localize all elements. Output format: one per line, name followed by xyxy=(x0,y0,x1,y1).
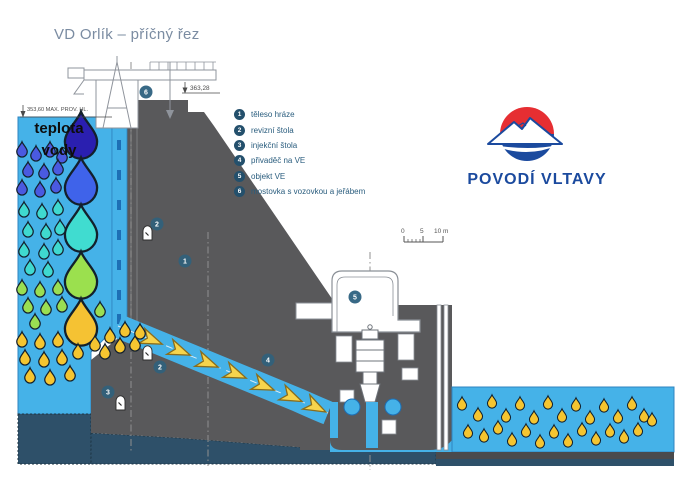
legend-label: injekční štola xyxy=(251,140,298,150)
temperature-label-line1: teplota xyxy=(34,120,84,137)
marker-3: 3 xyxy=(101,385,115,399)
max-level-label: 353,60 MAX. PROV. HL. xyxy=(27,107,88,113)
marker-1: 1 xyxy=(178,254,192,268)
legend-num-icon: 6 xyxy=(234,186,245,198)
legend-label: přivaděč na VE xyxy=(251,156,306,166)
legend-label: revizní štola xyxy=(251,125,294,135)
povodi-vltavy-logo: POVODÍ VLTAVY xyxy=(452,96,622,189)
legend-label: těleso hráze xyxy=(251,110,295,120)
crest-crane-bridge xyxy=(67,56,217,129)
legend-num-icon: 2 xyxy=(234,124,245,136)
legend-item-revizni-stola: 2 revizní štola xyxy=(234,122,365,137)
legend-item-teleso-hraze: 1 těleso hráze xyxy=(234,107,365,122)
crest-elevation-marker: 363,28 xyxy=(182,82,220,94)
scale-zero: 0 xyxy=(401,228,405,235)
temperature-label: teplota vody xyxy=(18,118,100,162)
turbine-unit xyxy=(355,324,385,403)
diagram-markers: 6 1 2 2 3 4 5 xyxy=(101,85,362,399)
scale-bar: 0 5 10 m xyxy=(401,228,448,243)
legend-num-icon: 5 xyxy=(234,170,245,182)
legend-label: objekt VE xyxy=(251,171,286,181)
legend-item-injekcni-stola: 3 injekční štola xyxy=(234,138,365,153)
legend-num-icon: 3 xyxy=(234,139,245,151)
legend: 1 těleso hráze 2 revizní štola 3 injekčn… xyxy=(234,107,365,199)
legend-label: mostovka s vozovkou a jeřábem xyxy=(251,187,366,197)
legend-num-icon: 1 xyxy=(234,109,245,121)
svg-text:5: 5 xyxy=(353,295,357,302)
tailrace-gate-slots xyxy=(436,304,449,451)
svg-text:2: 2 xyxy=(158,365,162,372)
svg-text:3: 3 xyxy=(106,390,110,397)
legend-item-mostovka: 6 mostovka s vozovkou a jeřábem xyxy=(234,184,365,199)
svg-text:6: 6 xyxy=(144,90,148,97)
scale-ten: 10 m xyxy=(434,228,448,235)
marker-2-lower: 2 xyxy=(153,360,167,374)
foundation-ground xyxy=(17,413,437,465)
svg-text:4: 4 xyxy=(266,358,270,365)
tailwater-foundation xyxy=(436,459,674,466)
marker-4: 4 xyxy=(261,353,275,367)
scale-five: 5 xyxy=(420,228,424,235)
legend-item-objekt-ve: 5 objekt VE xyxy=(234,169,365,184)
marker-6: 6 xyxy=(139,85,153,99)
svg-text:2: 2 xyxy=(155,222,159,229)
marker-2-upper: 2 xyxy=(150,217,164,231)
svg-text:1: 1 xyxy=(183,259,187,266)
max-level-marker: 353,60 MAX. PROV. HL. xyxy=(20,105,112,118)
legend-num-icon: 4 xyxy=(234,155,245,167)
page-title: VD Orlík – příčný řez xyxy=(54,26,200,43)
marker-5: 5 xyxy=(348,290,362,304)
legend-item-privadec-na-ve: 4 přivaděč na VE xyxy=(234,153,365,168)
povodi-vltavy-logo-icon xyxy=(487,107,563,161)
temperature-label-line2: vody xyxy=(41,142,77,159)
tailwater-apron xyxy=(436,452,674,459)
povodi-vltavy-logo-text: POVODÍ VLTAVY xyxy=(467,171,607,188)
crest-elevation-label: 363,28 xyxy=(190,85,210,92)
